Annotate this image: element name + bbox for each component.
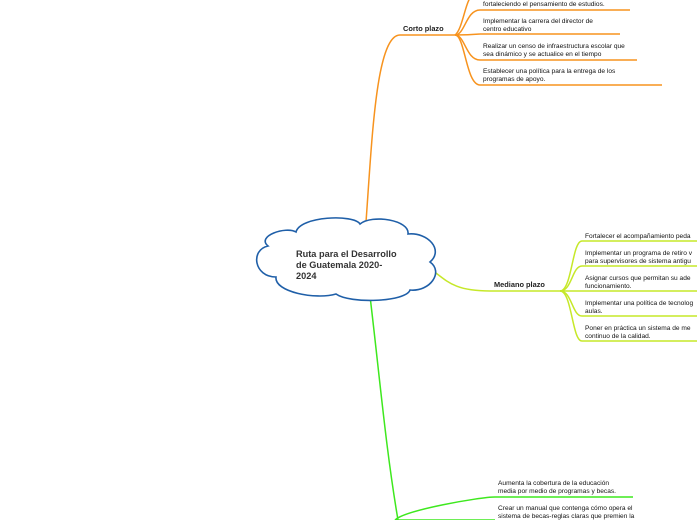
central-topic-cloud bbox=[255, 217, 437, 302]
corto-item-2[interactable]: Implementar la carrera del director de c… bbox=[483, 18, 593, 33]
connector-central-largo bbox=[369, 295, 399, 520]
mediano-item-2[interactable]: Implementar un programa de retiro v para… bbox=[585, 250, 693, 265]
connector-mediano-item-1 bbox=[559, 240, 583, 292]
mediano-item-4[interactable]: Implementar una política de tecnolog aul… bbox=[585, 300, 694, 315]
branch-largo-connectors bbox=[369, 295, 633, 520]
connector-corto-item-4 bbox=[454, 34, 481, 86]
branch-label-corto-plazo[interactable]: Corto plazo bbox=[403, 24, 444, 33]
corto-item-3[interactable]: Realizar un censo de infraestructura esc… bbox=[483, 43, 625, 58]
connector-corto-item-1 bbox=[454, 9, 481, 36]
connector-largo-item-1 bbox=[394, 496, 496, 520]
corto-item-4[interactable]: Establecer una política para la entrega … bbox=[483, 68, 616, 83]
connector-mediano-item-5 bbox=[559, 290, 583, 342]
central-topic-text[interactable]: Ruta para el Desarrollo de Guatemala 202… bbox=[296, 249, 397, 281]
mediano-item-1[interactable]: Fortalecer el acompañamiento peda bbox=[585, 233, 691, 240]
mediano-item-3[interactable]: Asignar cursos que permitan su ade funci… bbox=[585, 275, 691, 290]
largo-item-2[interactable]: Crear un manual que contenga cómo opera … bbox=[498, 505, 635, 520]
connector-central-corto bbox=[365, 34, 401, 223]
branch-label-mediano-plazo[interactable]: Mediano plazo bbox=[494, 280, 545, 289]
corto-item-1[interactable]: fortaleciendo el pensamiento de estudios… bbox=[483, 1, 605, 8]
connector-central-mediano bbox=[431, 269, 491, 292]
mediano-item-5[interactable]: Poner en práctica un sistema de me conti… bbox=[585, 325, 691, 340]
connector-corto-offscreen bbox=[454, 0, 470, 36]
branch-corto-connectors bbox=[365, 0, 662, 223]
largo-item-1[interactable]: Aumenta la cobertura de la educación med… bbox=[498, 480, 617, 495]
